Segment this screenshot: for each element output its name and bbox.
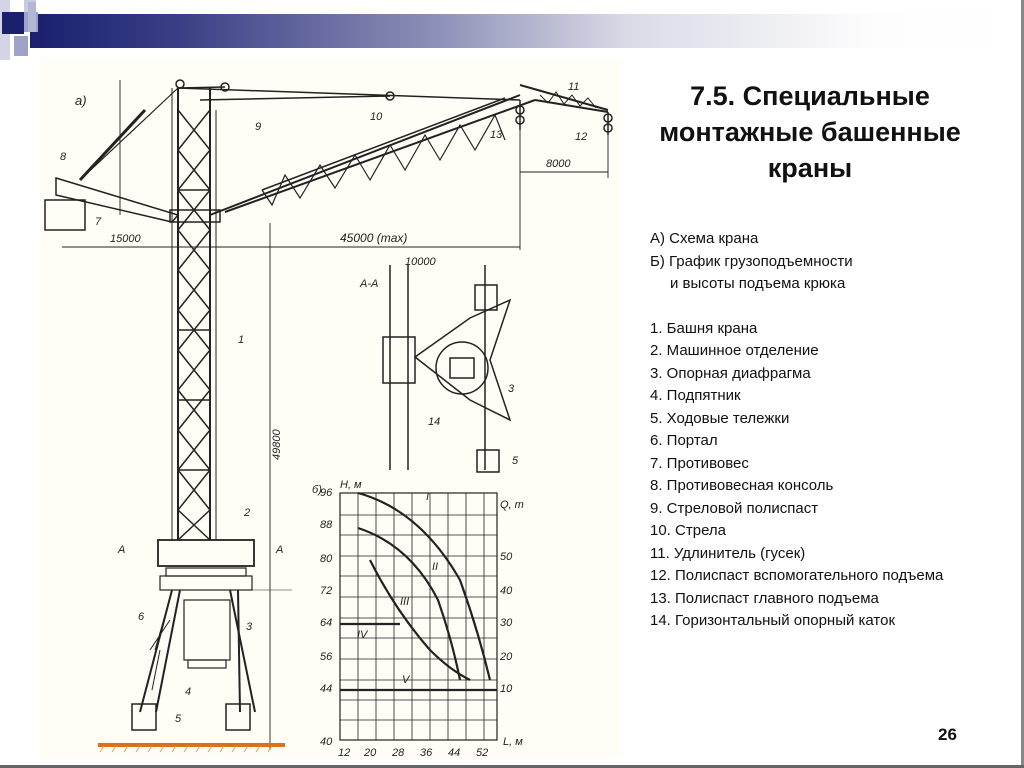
svg-text:1: 1 [238,334,244,346]
legend-item: 2. Машинное отделение [650,342,819,359]
svg-text:30: 30 [500,617,513,629]
legend-item: 1. Башня крана [650,319,758,337]
svg-text:72: 72 [320,585,332,597]
legend-item: 3. Опорная диафрагма [650,364,811,382]
svg-text:8000: 8000 [546,158,571,170]
svg-text:6: 6 [138,611,145,623]
svg-text:7: 7 [95,216,102,228]
svg-text:8: 8 [60,151,67,163]
legend-item: 8. Противовесная консоль [650,477,834,494]
legend-item: 12. Полиспаст вспомогательного подъема [650,567,944,584]
svg-text:3: 3 [508,383,515,395]
svg-text:10: 10 [370,111,383,123]
svg-text:64: 64 [320,617,332,629]
legend-item: 13. Полиспаст главного подъема [650,589,879,607]
svg-text:96: 96 [320,487,333,499]
title-line: краны [767,153,853,183]
svg-text:40: 40 [320,736,333,748]
svg-text:40: 40 [500,585,513,597]
decor-square [14,36,28,56]
svg-text:А: А [275,544,283,556]
svg-text:а): а) [75,93,87,108]
svg-text:13: 13 [490,129,503,141]
svg-text:44: 44 [448,747,460,758]
svg-text:б): б) [312,484,322,496]
svg-text:44: 44 [320,683,332,695]
svg-text:А: А [117,544,125,556]
svg-text:36: 36 [420,747,433,758]
svg-text:52: 52 [476,747,488,758]
portal [131,539,256,731]
header-gradient-band [30,14,1024,48]
svg-text:IV: IV [357,629,369,641]
dimension-lines [62,80,609,750]
svg-text:9: 9 [255,121,261,133]
svg-text:5: 5 [512,455,519,467]
decor-square [2,12,24,34]
svg-text:10000: 10000 [405,256,436,268]
svg-text:11: 11 [568,81,579,93]
svg-text:V: V [402,674,411,686]
slide-frame-bottom [0,765,1024,768]
svg-text:2: 2 [243,507,250,519]
tower [171,88,217,541]
svg-text:I: I [426,491,429,503]
legend-item: 10. Стрела [650,522,727,539]
svg-text:5: 5 [175,713,182,725]
boom [209,84,609,216]
caption-a: А) Схема крана [650,230,759,247]
caption-b-cont: и высоты подъема крюка [670,275,846,292]
svg-text:56: 56 [320,651,333,663]
svg-text:II: II [432,561,438,573]
svg-text:А-А: А-А [359,278,378,290]
svg-text:28: 28 [391,747,405,758]
title-line: монтажные башенные [659,117,961,147]
section-a-a [382,265,512,473]
capacity-chart [339,491,498,741]
counterweight-console [44,87,221,231]
legend-item: 4. Подпятник [650,387,741,404]
hoist-ropes [175,79,613,135]
svg-text:45000 (max): 45000 (max) [340,231,407,245]
svg-text:H, м: H, м [340,479,362,491]
crane-technical-drawing: 15000 45000 (max) 8000 10000 49800 а) 8 … [40,58,620,759]
slide-title: 7.5. Специальные монтажные башенные кран… [640,78,980,186]
svg-text:50: 50 [500,551,513,563]
svg-text:12: 12 [575,131,587,143]
page-number: 26 [938,725,957,744]
legend-item: 11. Удлинитель (гусек) [650,544,806,562]
caption-b: Б) График грузоподъемности [650,252,853,270]
legend-item: 6. Портал [650,432,718,449]
svg-text:20: 20 [499,651,513,663]
legend-item: 14. Горизонтальный опорный каток [650,612,896,629]
svg-text:20: 20 [363,747,377,758]
svg-text:3: 3 [246,621,253,633]
legend-item: 5. Ходовые тележки [650,409,790,427]
svg-text:III: III [400,596,409,608]
svg-text:Q, т: Q, т [500,499,524,511]
svg-text:49800: 49800 [271,429,283,460]
svg-text:14: 14 [428,416,440,428]
decor-square [28,2,36,32]
slide-frame-right [1021,0,1024,768]
legend-block: А) Схема крана Б) График грузоподъемност… [650,228,943,633]
svg-text:12: 12 [338,747,350,758]
legend-item: 7. Противовес [650,454,749,472]
svg-text:10: 10 [500,683,513,695]
legend-item: 9. Стреловой полиспаст [650,499,819,517]
title-line: 7.5. Специальные [690,81,930,111]
svg-text:4: 4 [185,686,191,698]
svg-text:L, м: L, м [503,736,523,748]
svg-text:15000: 15000 [110,233,141,245]
svg-text:88: 88 [320,519,333,531]
svg-text:80: 80 [320,553,333,565]
